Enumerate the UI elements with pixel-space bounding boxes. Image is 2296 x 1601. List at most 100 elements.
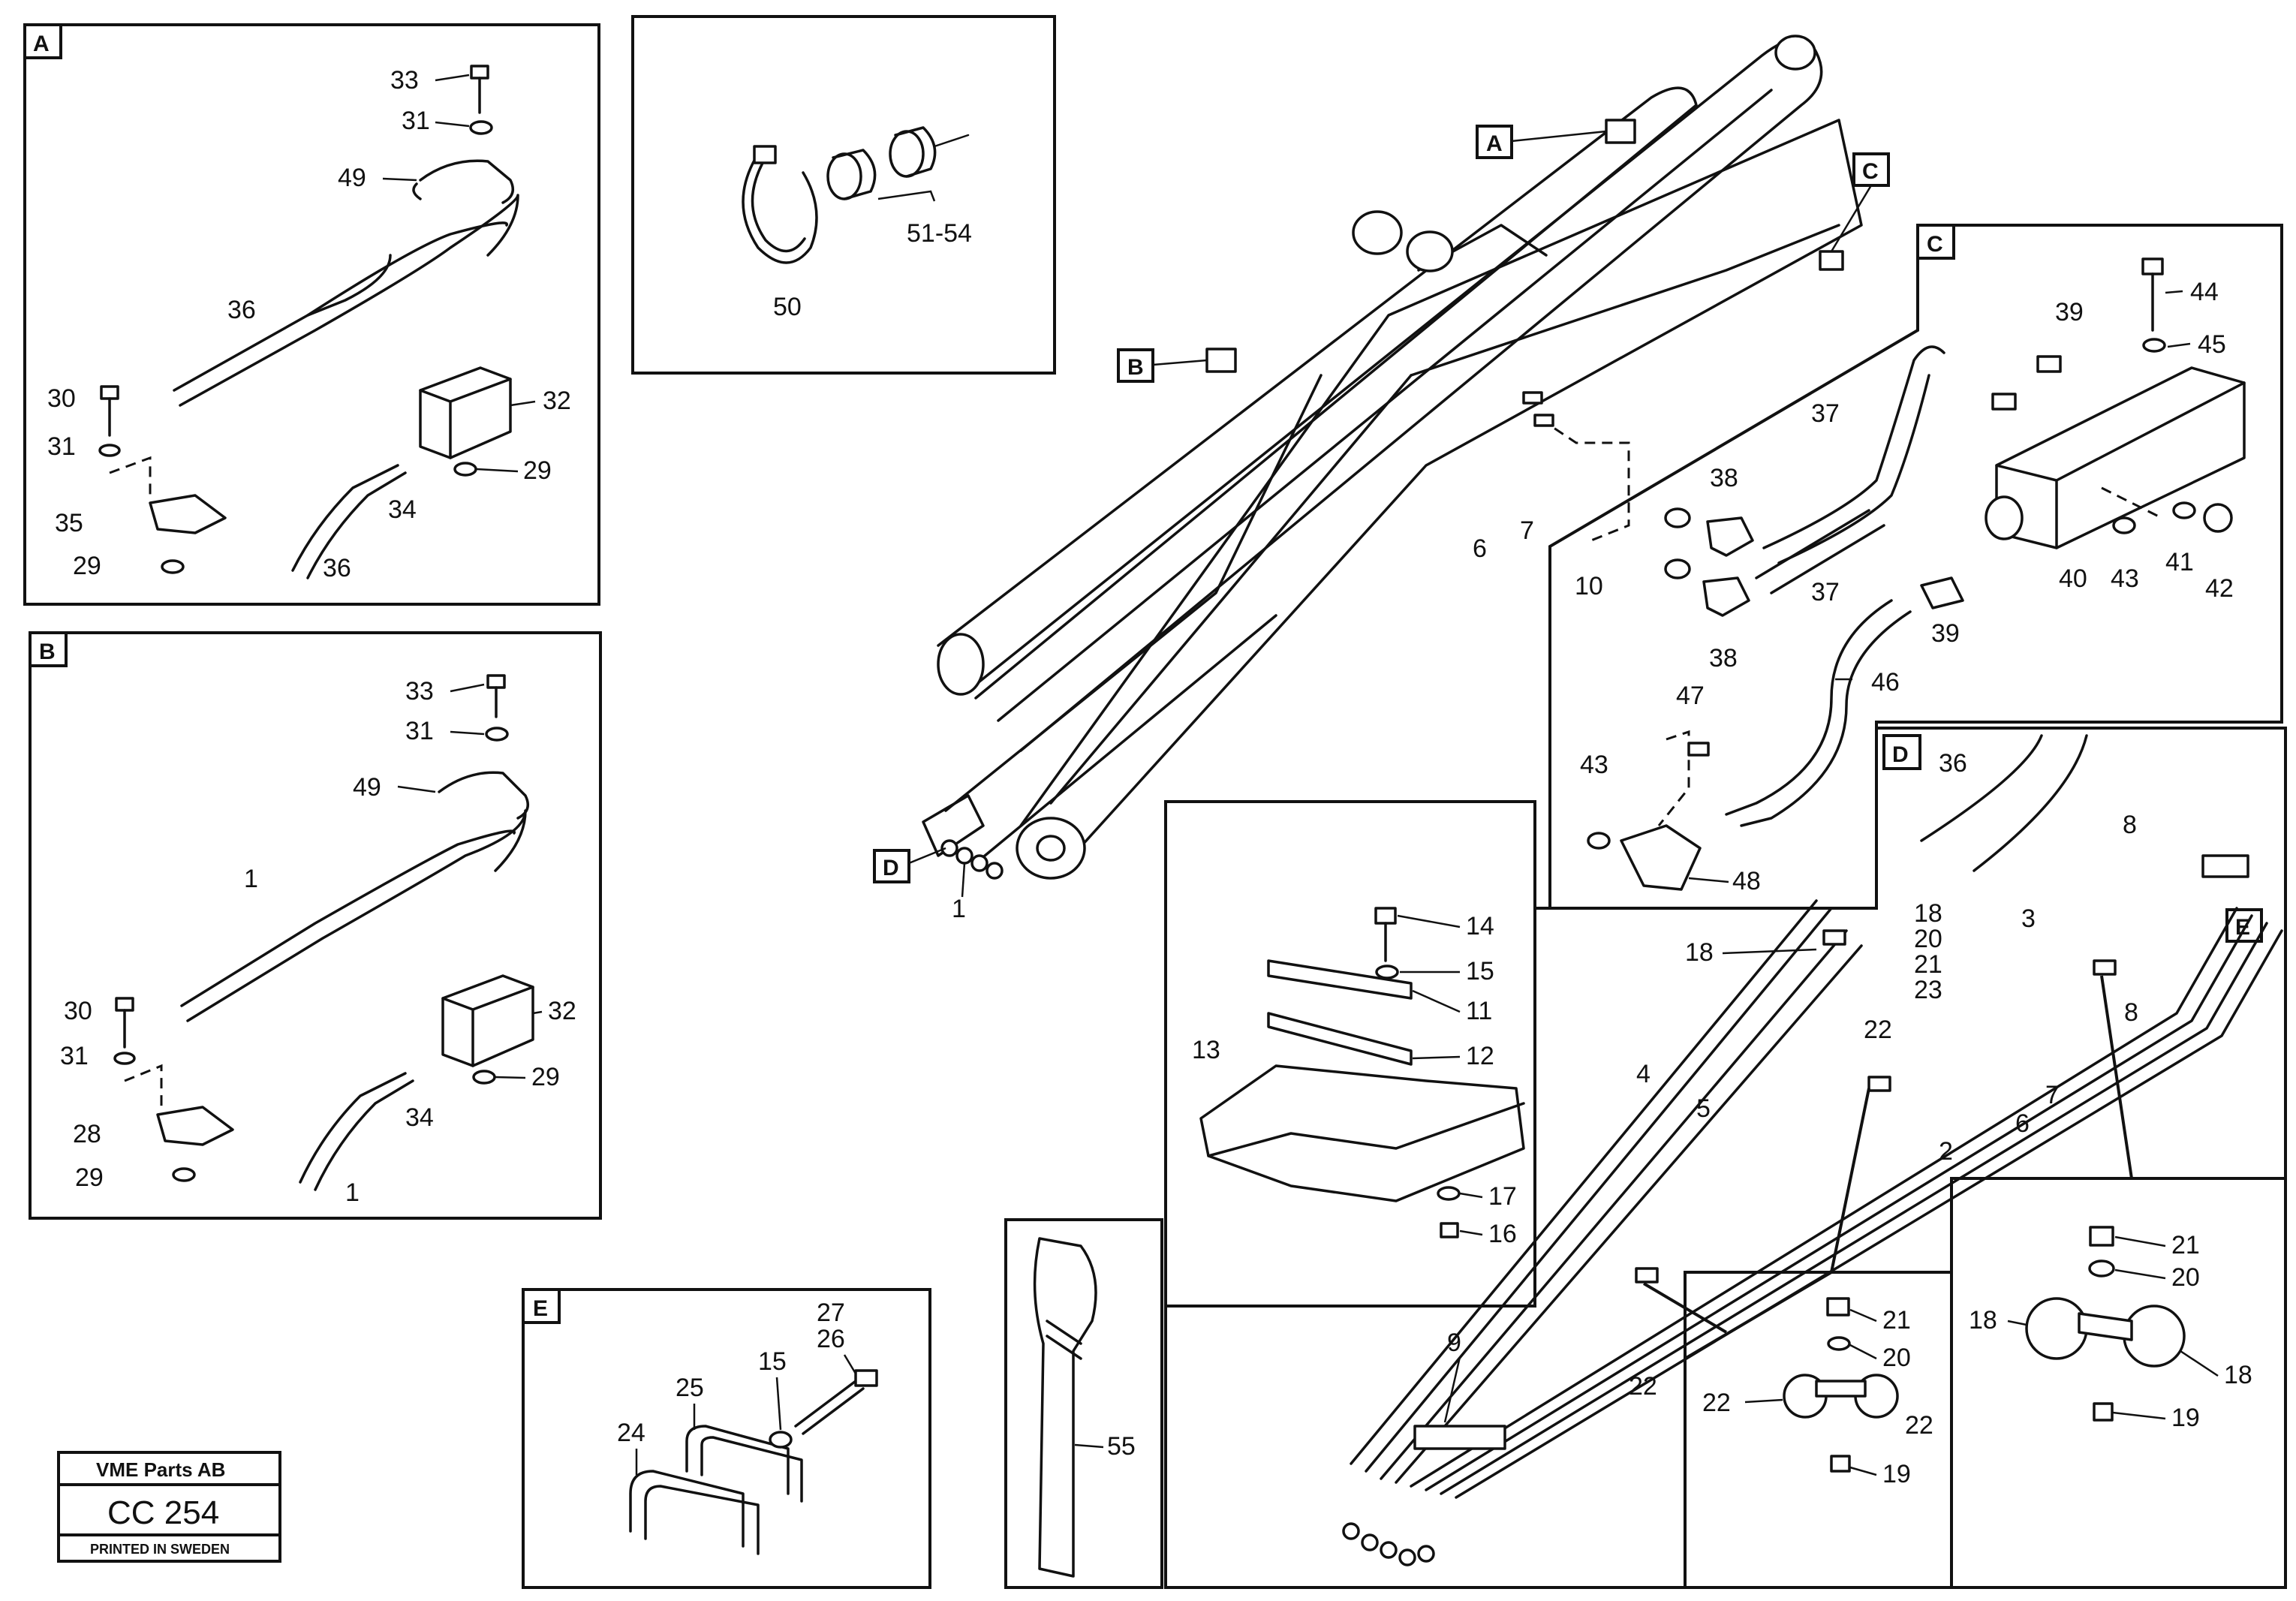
label-b-32: 32 [548, 997, 576, 1025]
label-main-23: 23 [1914, 976, 1942, 1004]
label-c-38b: 38 [1709, 644, 1738, 673]
label-main-20: 20 [1914, 925, 1942, 953]
label-b-34: 34 [405, 1103, 434, 1132]
label-c-37b: 37 [1811, 578, 1840, 606]
label-a-30: 30 [47, 384, 76, 413]
label-e-26: 26 [817, 1325, 845, 1353]
main-callouts: A B C D 1 [873, 125, 1890, 923]
label-a-36b: 36 [323, 554, 351, 582]
label-c-42: 42 [2205, 574, 2234, 603]
label-b-29: 29 [531, 1063, 560, 1091]
label-bracket-16: 16 [1488, 1220, 1517, 1248]
label-main-22b: 22 [1629, 1372, 1657, 1401]
label-bracket-15: 15 [1466, 957, 1494, 986]
label-a-36: 36 [227, 296, 256, 324]
label-c-43b: 43 [1580, 751, 1608, 779]
label-b-29b: 29 [75, 1163, 104, 1192]
label-cd1-22: 22 [1702, 1389, 1731, 1417]
label-c-6: 6 [1473, 534, 1487, 563]
boom-assembly [922, 35, 1863, 880]
label-a-31: 31 [402, 107, 430, 135]
inset-a-letter: A [33, 32, 50, 56]
label-c-39b: 39 [1931, 619, 1960, 648]
inset-clamp-detail-1: 21 20 22 22 19 [1642, 1088, 1953, 1589]
label-a-32: 32 [543, 387, 571, 415]
label-bracket-11: 11 [1466, 997, 1492, 1025]
label-c-47: 47 [1676, 682, 1705, 710]
label-cd1-22b: 22 [1905, 1411, 1933, 1440]
label-d-36: 36 [1939, 749, 1967, 778]
label-c-37: 37 [1811, 399, 1840, 428]
label-a-29b: 29 [73, 552, 101, 580]
label-clamp-50: 50 [773, 293, 802, 321]
label-main-8: 8 [2123, 811, 2137, 839]
label-cd2-18b: 18 [2224, 1361, 2252, 1389]
label-b-31: 31 [405, 717, 434, 745]
inset-strip: 55 [1004, 1218, 1163, 1589]
inset-clamp-detail-2: 21 20 18 18 19 [1950, 975, 2287, 1589]
label-main-7: 7 [2045, 1081, 2060, 1109]
inset-a: A 33 31 49 36 30 31 32 29 [23, 23, 600, 606]
callout-a: A [1486, 131, 1503, 156]
inset-c-letter: C [1927, 232, 1943, 257]
label-b-30: 30 [64, 997, 92, 1025]
label-cd1-21: 21 [1882, 1306, 1911, 1335]
label-cd2-21: 21 [2171, 1231, 2200, 1259]
label-a-31b: 31 [47, 432, 76, 461]
label-c-39: 39 [2055, 298, 2084, 327]
inset-clamp: 51-54 50 [631, 15, 1056, 375]
label-b-31b: 31 [60, 1042, 89, 1070]
label-b-28: 28 [73, 1120, 101, 1148]
label-c-46: 46 [1871, 668, 1900, 697]
label-cd1-19: 19 [1882, 1460, 1911, 1488]
label-c-38: 38 [1710, 464, 1738, 492]
label-main-6: 6 [2015, 1109, 2030, 1138]
label-e-27: 27 [817, 1299, 845, 1327]
inset-b: B 33 31 49 1 30 31 32 29 28 34 29 1 [29, 631, 602, 1220]
label-c-10: 10 [1575, 572, 1603, 600]
label-c-43: 43 [2111, 564, 2139, 593]
callout-d: D [883, 856, 899, 880]
label-clamp-51-54: 51-54 [907, 219, 972, 248]
label-main-8b: 8 [2124, 998, 2138, 1027]
label-a-29: 29 [523, 456, 552, 485]
label-c-40: 40 [2059, 564, 2087, 593]
label-strip-55: 55 [1107, 1432, 1136, 1461]
label-e-24: 24 [617, 1419, 645, 1447]
label-e-25: 25 [676, 1374, 704, 1402]
label-a-33: 33 [390, 66, 419, 95]
stamp-company: VME Parts AB [96, 1458, 225, 1481]
label-main-18: 18 [1685, 938, 1714, 967]
stamp-code: CC 254 [107, 1494, 219, 1531]
inset-e-letter: E [533, 1296, 548, 1321]
label-b-1: 1 [244, 865, 258, 893]
label-bracket-12: 12 [1466, 1042, 1494, 1070]
inset-bracket: 14 15 11 12 13 17 16 [1164, 800, 1536, 1308]
inset-c: C 39 44 [1473, 224, 2283, 910]
label-c-7: 7 [1520, 516, 1534, 545]
label-cd2-18: 18 [1969, 1306, 1997, 1335]
label-c-48: 48 [1732, 867, 1761, 895]
label-cd2-19: 19 [2171, 1404, 2200, 1432]
label-a-49: 49 [338, 164, 366, 192]
label-c-41: 41 [2165, 548, 2194, 576]
label-b-49: 49 [353, 773, 381, 802]
label-main-18b: 18 [1914, 899, 1942, 928]
inset-b-letter: B [39, 639, 56, 664]
label-bracket-13: 13 [1192, 1036, 1220, 1064]
label-b-1b: 1 [345, 1178, 360, 1207]
label-main-5: 5 [1696, 1094, 1711, 1123]
label-main-3: 3 [2021, 904, 2036, 933]
label-cd2-20: 20 [2171, 1263, 2200, 1292]
label-main-2: 2 [1939, 1137, 1953, 1166]
label-main-9: 9 [1447, 1329, 1461, 1357]
label-c-45: 45 [2198, 330, 2226, 359]
label-b-33: 33 [405, 677, 434, 706]
label-e-15: 15 [758, 1347, 787, 1376]
label-cd1-20: 20 [1882, 1344, 1911, 1372]
inset-e: E 27 26 25 15 24 [522, 1288, 931, 1589]
callout-c: C [1862, 159, 1879, 184]
label-main-21: 21 [1914, 950, 1942, 979]
label-bracket-17: 17 [1488, 1182, 1517, 1211]
